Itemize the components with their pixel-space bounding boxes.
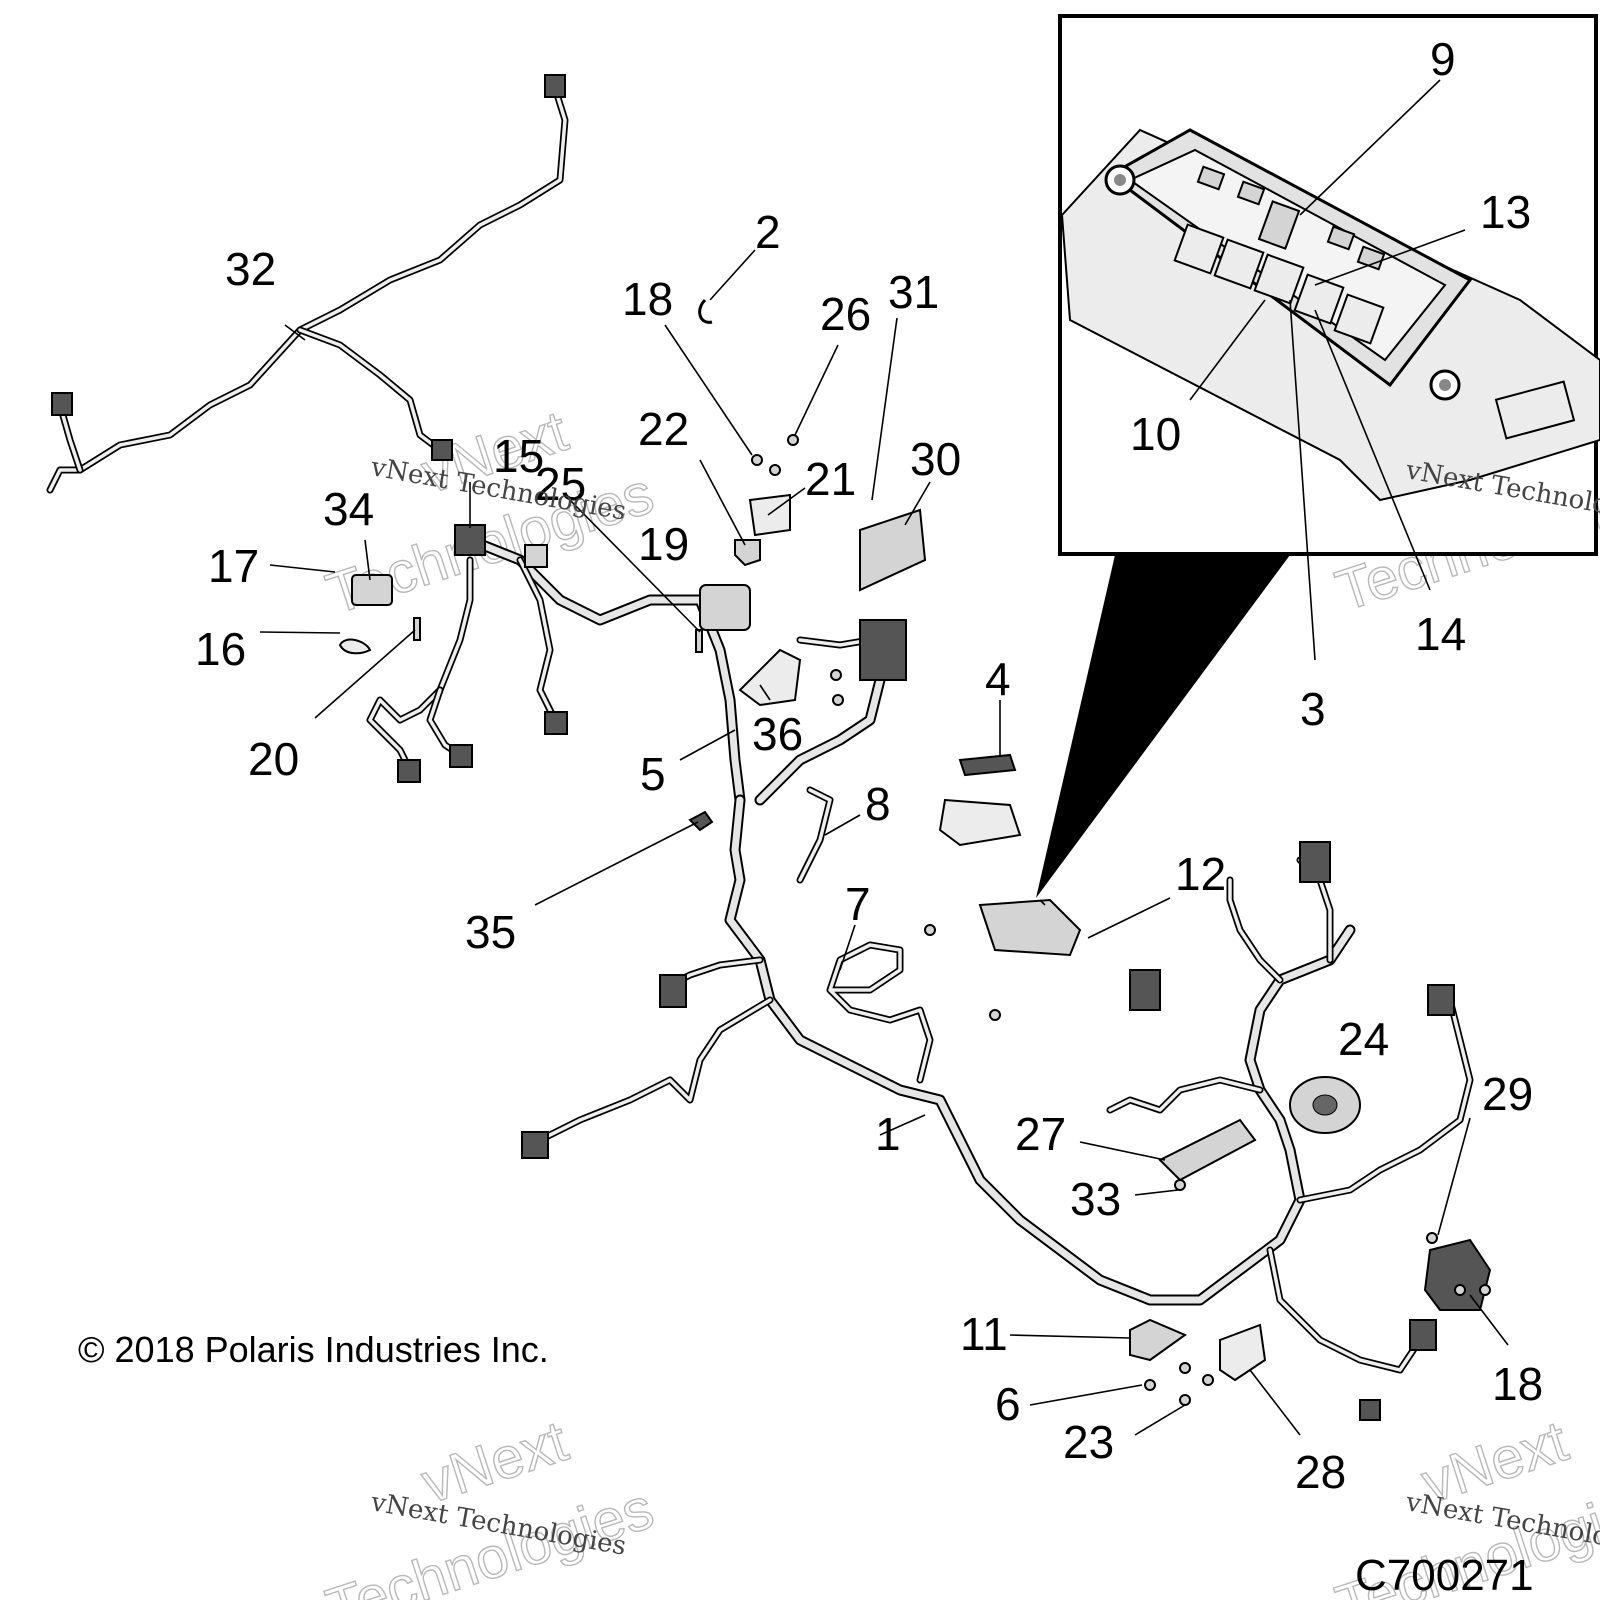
- callout-33: 33: [1070, 1173, 1121, 1225]
- leader-lines: [259, 79, 1509, 1436]
- callout-30: 30: [910, 433, 961, 485]
- components: [338, 298, 1492, 1406]
- callout-25: 25: [535, 458, 586, 510]
- callout-29: 29: [1482, 1068, 1533, 1120]
- callout-22: 22: [638, 403, 689, 455]
- bracket-part: [738, 648, 802, 707]
- callout-labels: 1 2 3 4 5 6 7 8 9 10 11 12 13 14 15 16 1…: [195, 33, 1543, 1498]
- screw-part: [1144, 1379, 1156, 1391]
- callout-8: 8: [865, 778, 891, 830]
- callout-12: 12: [1175, 848, 1226, 900]
- bracket-part: [1219, 1323, 1267, 1382]
- clip-part: [688, 810, 714, 832]
- callout-17: 17: [208, 540, 259, 592]
- screw-part: [413, 617, 421, 641]
- screw-part: [924, 924, 936, 936]
- callout-19: 19: [638, 518, 689, 570]
- callout-36: 36: [752, 708, 803, 760]
- screw-part: [1454, 1284, 1466, 1296]
- screw-part: [769, 464, 781, 476]
- screw-part: [787, 434, 799, 446]
- fuse-block-part: [1158, 1118, 1257, 1182]
- main-connector: [859, 619, 907, 681]
- bracket-part: [734, 539, 761, 567]
- callout-35: 35: [465, 906, 516, 958]
- callout-27: 27: [1015, 1108, 1066, 1160]
- copyright-notice: © 2018 Polaris Industries Inc.: [78, 1329, 549, 1370]
- fuse-strip-part: [958, 753, 1017, 777]
- clip-part: [338, 638, 372, 655]
- callout-21: 21: [805, 453, 856, 505]
- screw-part: [1174, 1179, 1186, 1191]
- screw-part: [989, 1009, 1001, 1021]
- main-harness: [521, 619, 1474, 1421]
- screw-part: [1426, 1232, 1438, 1244]
- callout-31: 31: [888, 266, 939, 318]
- callout-16: 16: [195, 623, 246, 675]
- callout-28: 28: [1295, 1446, 1346, 1498]
- screw-part: [832, 694, 844, 706]
- module-part: [1423, 1238, 1492, 1311]
- rear-harness: [46, 74, 569, 494]
- callout-7: 7: [845, 878, 871, 930]
- callout-24: 24: [1338, 1013, 1389, 1065]
- callout-11: 11: [960, 1308, 1008, 1360]
- screw-part: [1179, 1394, 1191, 1406]
- callout-23: 23: [1063, 1416, 1114, 1468]
- screw-part: [751, 454, 763, 466]
- screw-part: [1479, 1284, 1491, 1296]
- fuse-box-detail-inset: [1036, 14, 1600, 898]
- callout-34: 34: [323, 483, 374, 535]
- bracket-part: [1129, 1318, 1188, 1362]
- callout-14: 14: [1415, 608, 1466, 660]
- relay-part: [699, 584, 751, 631]
- clip-part: [698, 298, 713, 324]
- callout-4: 4: [985, 653, 1011, 705]
- callout-13: 13: [1480, 186, 1531, 238]
- ecu-part: [859, 508, 927, 592]
- screw-part: [830, 669, 842, 681]
- fuse-box-cover: [938, 798, 1022, 847]
- left-sub-harness: [366, 524, 746, 806]
- callout-3: 3: [1300, 683, 1326, 735]
- watermark-group: vNext Technologies vNext Technologies vN…: [318, 398, 1600, 1600]
- drawing-id: C700271: [1355, 1551, 1534, 1600]
- screw-part: [1179, 1362, 1191, 1374]
- callout-26: 26: [820, 288, 871, 340]
- callout-6: 6: [995, 1378, 1021, 1430]
- callout-2: 2: [755, 206, 781, 258]
- callout-10: 10: [1130, 408, 1181, 460]
- callout-18: 18: [1492, 1358, 1543, 1410]
- screw-part: [1202, 1374, 1214, 1386]
- clip-part: [351, 574, 393, 606]
- fuse-box-illustration: [1060, 128, 1600, 502]
- inset-pointer: [1036, 555, 1290, 898]
- screw-part: [695, 629, 703, 653]
- callout-20: 20: [248, 733, 299, 785]
- fuse-box-part: [978, 898, 1082, 957]
- callout-32: 32: [225, 243, 276, 295]
- callout-15: 15: [493, 430, 544, 482]
- bracket-part: [748, 493, 791, 537]
- callout-18: 18: [622, 273, 673, 325]
- callout-9: 9: [1430, 33, 1456, 85]
- callout-1: 1: [875, 1108, 901, 1160]
- callout-5: 5: [640, 748, 666, 800]
